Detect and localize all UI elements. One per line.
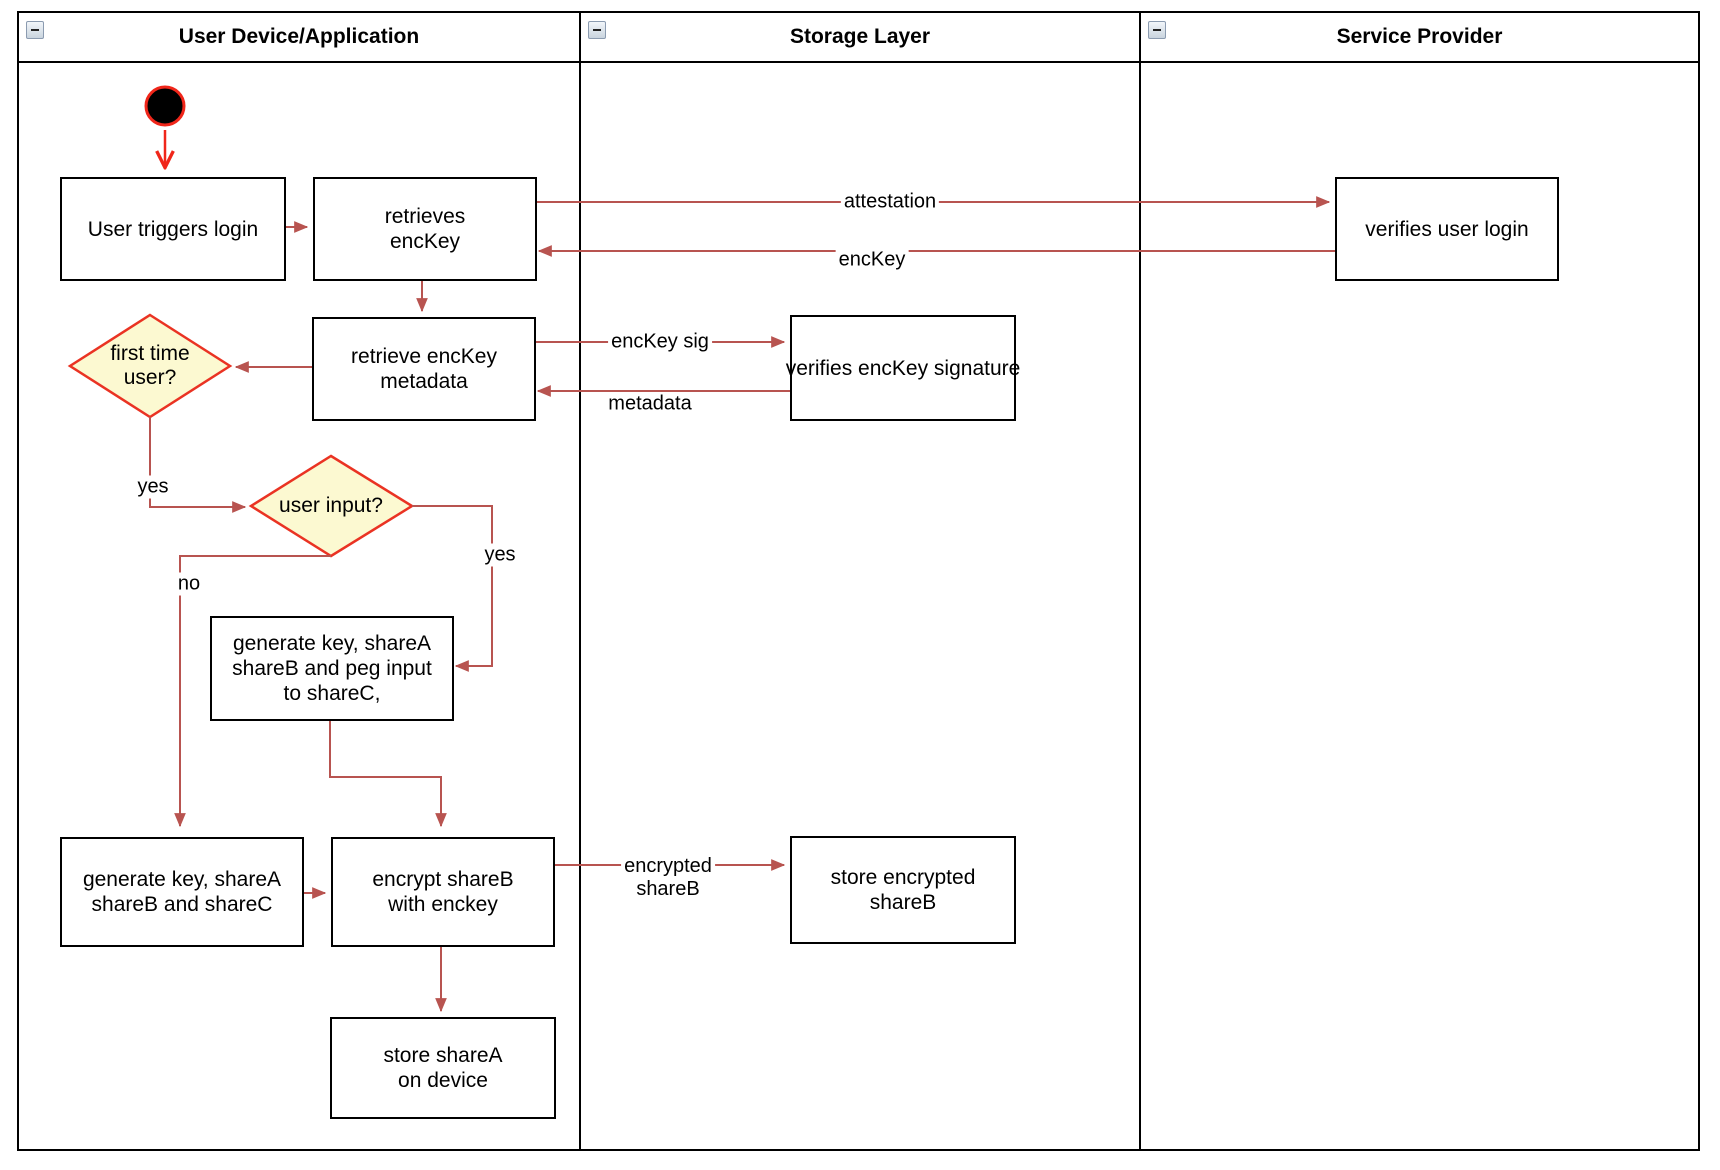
node-user-triggers-login[interactable]: User triggers login bbox=[60, 177, 286, 281]
node-store-sharea[interactable]: store shareA on device bbox=[330, 1017, 556, 1119]
start-node[interactable] bbox=[144, 85, 186, 127]
node-verifies-enckey-signature[interactable]: verifies encKey signature bbox=[786, 315, 1020, 421]
label-enckey-sig: encKey sig bbox=[608, 330, 712, 354]
collapse-icon[interactable] bbox=[1148, 21, 1166, 39]
minus-icon bbox=[593, 29, 601, 31]
edge-userinput-yes bbox=[412, 505, 493, 672]
lane-header-storage-layer: Storage Layer bbox=[580, 12, 1140, 62]
node-verifies-user-login[interactable]: verifies user login bbox=[1335, 177, 1559, 281]
minus-icon bbox=[31, 29, 39, 31]
edge-firsttime-yes bbox=[149, 417, 247, 513]
label-user-input: user input? bbox=[279, 494, 383, 517]
node-generate-sharec[interactable]: generate key, shareA shareB and shareC bbox=[60, 837, 304, 947]
collapse-icon[interactable] bbox=[26, 21, 44, 39]
node-retrieve-enckey-metadata[interactable]: retrieve encKey metadata bbox=[312, 317, 536, 421]
lane-title-user-device: User Device/Application bbox=[178, 25, 420, 48]
node-generate-peg-input[interactable]: generate key, shareA shareB and peg inpu… bbox=[210, 616, 454, 721]
lane-title-service-provider: Service Provider bbox=[1336, 25, 1503, 48]
node-retrieves-enckey[interactable]: retrieves encKey bbox=[313, 177, 537, 281]
lane-header-user-device: User Device/Application bbox=[18, 12, 580, 62]
label-attestation: attestation bbox=[840, 190, 940, 214]
label-first-time-user: first time user? bbox=[110, 342, 190, 389]
edge-userinput-no bbox=[174, 555, 331, 828]
collapse-icon[interactable] bbox=[588, 21, 606, 39]
node-encrypt-shareb[interactable]: encrypt shareB with enckey bbox=[331, 837, 555, 947]
lane-header-service-provider: Service Provider bbox=[1140, 12, 1699, 62]
label-yes-first-time: yes bbox=[134, 475, 172, 499]
node-store-encrypted-shareb[interactable]: store encrypted shareB bbox=[790, 836, 1016, 944]
label-encrypted-shareb: encrypted shareB bbox=[621, 855, 715, 901]
lane-title-storage-layer: Storage Layer bbox=[789, 25, 931, 48]
swimlane-border bbox=[17, 11, 1700, 1151]
label-metadata: metadata bbox=[605, 392, 695, 416]
label-no-user-input: no bbox=[174, 572, 204, 596]
label-enckey: encKey bbox=[835, 248, 909, 272]
edge-peg-to-encrypt bbox=[329, 717, 447, 828]
minus-icon bbox=[1153, 29, 1161, 31]
label-yes-user-input: yes bbox=[481, 543, 519, 567]
